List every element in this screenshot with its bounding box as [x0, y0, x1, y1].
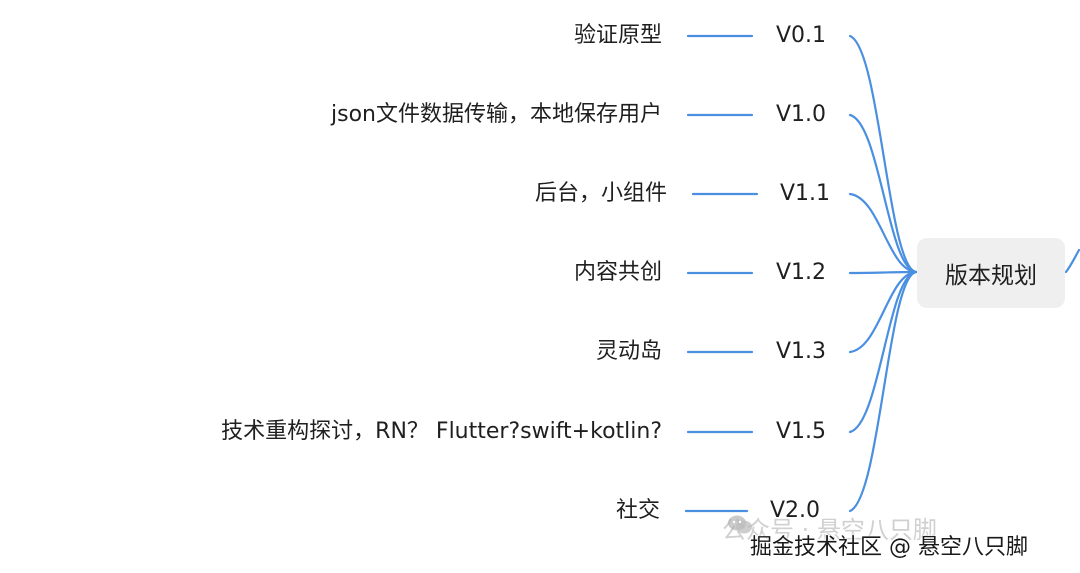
branch-curve	[848, 270, 918, 275]
branch-curve	[848, 270, 918, 354]
branch-version: V0.1	[776, 23, 827, 48]
watermark-text: 掘金技术社区 @ 悬空八只脚	[750, 535, 1028, 560]
branch-label: 灵动岛	[595, 339, 662, 364]
branch-version: V1.5	[776, 419, 827, 444]
branch-version: V1.2	[776, 260, 827, 285]
watermark-ghost-text: 公众号 · 悬空八只脚	[722, 516, 937, 544]
branch-version: V1.0	[776, 102, 827, 127]
branch-version: V1.3	[776, 339, 827, 364]
branch-version: V1.1	[780, 181, 831, 206]
branch-label: json文件数据传输，本地保存用户	[331, 102, 662, 127]
wechat-icon	[728, 515, 752, 534]
branch-label: 验证原型	[573, 23, 662, 48]
branch-curve	[848, 270, 918, 513]
branch-version: V2.0	[770, 498, 821, 523]
branch-label: 技术重构探讨，RN？ Flutter?swift+kotlin?	[221, 419, 662, 444]
branch-label: 社交	[615, 498, 660, 523]
branch-curve	[848, 113, 918, 274]
branch-curve	[848, 34, 918, 274]
branch-label: 内容共创	[573, 260, 662, 285]
branch-curve	[848, 270, 918, 434]
branch-curve	[848, 192, 918, 274]
root-node[interactable]: 版本规划	[917, 238, 1065, 308]
root-node-label: 版本规划	[945, 263, 1037, 289]
branch-label: 后台，小组件	[534, 181, 667, 206]
root-outgoing-edge	[1064, 248, 1080, 274]
